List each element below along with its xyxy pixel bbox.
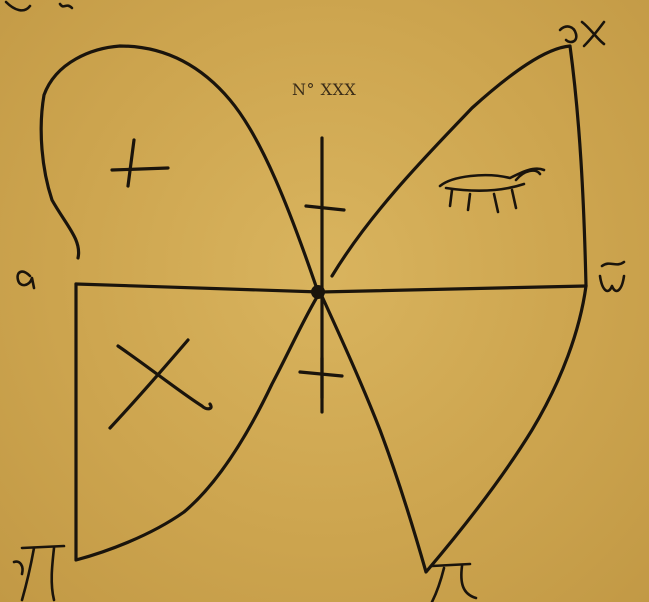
upper-right-wing-outline	[332, 46, 586, 286]
center-junction-dot	[311, 285, 325, 299]
corner-label-left-a	[18, 272, 34, 288]
x-sigil-lower-left	[110, 340, 211, 428]
top-edge-scribbles	[6, 2, 72, 10]
horizontal-axis-line	[76, 284, 586, 292]
corner-label-top-right-x	[560, 22, 604, 46]
cross-sigil-lower-center	[300, 358, 342, 398]
upper-left-wing-outline	[41, 46, 318, 292]
cross-sigil-upper-left	[112, 140, 168, 186]
lower-right-wing-outline	[320, 286, 586, 572]
animal-sigil-upper-right	[440, 169, 544, 212]
dash-sigil-upper-center	[306, 206, 344, 210]
lower-left-wing-outline	[76, 284, 320, 560]
corner-label-bottom-left-pi	[14, 546, 64, 600]
corner-label-bottom-right-pi	[432, 564, 476, 602]
corner-label-right-w	[600, 262, 624, 291]
